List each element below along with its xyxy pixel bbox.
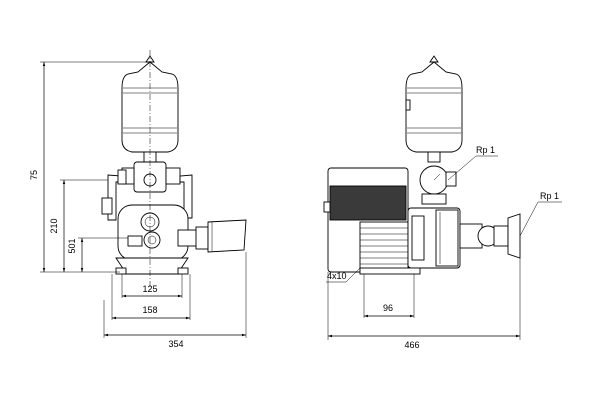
dim-height-total: 75 — [29, 170, 39, 180]
side-labels: Rp 1 Rp 1 4x10 — [326, 145, 562, 283]
base-side — [359, 267, 421, 275]
pump-housing-side — [407, 207, 521, 269]
side-view: Rp 1 Rp 1 4x10 96 466 — [323, 55, 562, 350]
dim-base-outer: 158 — [142, 305, 157, 315]
label-mounting-holes: 4x10 — [327, 271, 347, 281]
dim-base-inner: 125 — [142, 284, 157, 294]
dim-base-offset: 96 — [383, 303, 393, 313]
front-view: 75 210 501 125 158 354 — [29, 50, 247, 349]
dim-height-outlet: 210 — [49, 218, 59, 233]
front-vertical-dimensions: 75 210 501 — [29, 61, 148, 273]
side-dimensions: 96 466 — [327, 258, 521, 350]
dim-height-inlet: 501 — [67, 238, 77, 253]
dim-width-total: 354 — [168, 339, 183, 349]
motor-side — [323, 167, 409, 273]
label-inlet-connection: Rp 1 — [540, 191, 559, 201]
front-horizontal-dimensions: 125 158 354 — [103, 252, 247, 349]
label-top-connection: Rp 1 — [476, 145, 495, 155]
motor-fins — [359, 221, 409, 271]
dim-length-total: 466 — [404, 340, 419, 350]
pump-body-front — [117, 204, 247, 261]
base-front — [115, 257, 189, 275]
pressure-tank-side — [405, 55, 463, 163]
manifold-side — [419, 165, 457, 205]
